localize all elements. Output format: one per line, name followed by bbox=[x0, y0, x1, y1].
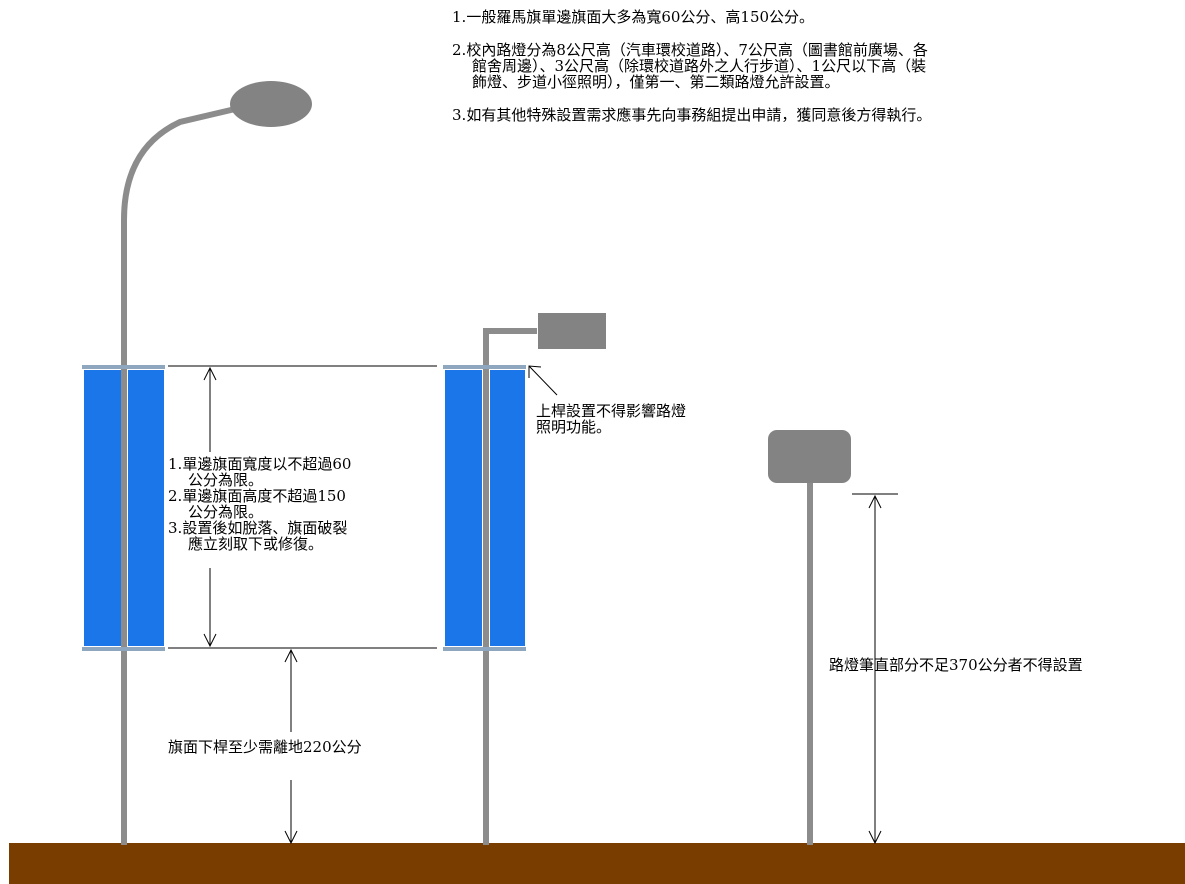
top-note-1-line-1: 一般羅馬旗單邊旗面大多為寬60公分、高150公分。 bbox=[466, 8, 815, 26]
left-banner-edge-bottom bbox=[82, 647, 165, 651]
mid-banner-edge-top bbox=[443, 365, 526, 369]
banner-note-3-line-2: 應立刻取下或修復。 bbox=[188, 535, 324, 553]
arm-note: 上桿設置不得影響路燈 照明功能。 bbox=[536, 403, 686, 435]
banner-note-3-num: 3. bbox=[168, 519, 183, 537]
left-banner-edge-top bbox=[82, 365, 165, 369]
clearance-note: 旗面下桿至少需離地220公分 bbox=[168, 738, 362, 756]
mid-banner-a bbox=[445, 370, 482, 646]
pole-height-dimension bbox=[852, 493, 898, 845]
banner-note-2-num: 2. bbox=[168, 487, 183, 505]
top-note-1: 1.一般羅馬旗單邊旗面大多為寬60公分、高150公分。 bbox=[452, 9, 1180, 25]
left-banner-b bbox=[128, 370, 164, 646]
banner-note-1: 1.單邊旗面寬度以不超過60 bbox=[168, 456, 351, 472]
banner-note-3: 3.設置後如脫落、旗面破裂 bbox=[168, 520, 351, 536]
banner-height-dimension bbox=[168, 365, 437, 649]
short-lamp-pole bbox=[807, 482, 813, 845]
mid-banner-b bbox=[490, 370, 525, 646]
banner-note-2-line-2: 公分為限。 bbox=[188, 503, 264, 521]
banner-note-2-line-1: 單邊旗面高度不超過150 bbox=[182, 487, 346, 505]
banner-notes: 1.單邊旗面寬度以不超過60 公分為限。 2.單邊旗面高度不超過150 公分為限… bbox=[168, 456, 351, 552]
arm-note-line-2: 照明功能。 bbox=[536, 418, 612, 436]
top-note-1-num: 1. bbox=[452, 8, 467, 26]
top-note-2-line-2: 館舍周邊）、3公尺高（除環校道路外之人行步道）、1公尺以下高（裝 bbox=[472, 57, 927, 75]
tall-lamp-pole bbox=[121, 103, 249, 845]
banner-note-1-num: 1. bbox=[168, 455, 183, 473]
arm-leader-arrow bbox=[528, 365, 558, 396]
mid-lamp-head bbox=[538, 313, 606, 349]
top-note-3: 3.如有其他特殊設置需求應事先向事務組提出申請，獲同意後方得執行。 bbox=[452, 107, 1180, 123]
tall-lamp-head bbox=[230, 81, 312, 127]
top-note-3-num: 3. bbox=[452, 106, 467, 124]
banner-note-1-line-1: 單邊旗面寬度以不超過60 bbox=[182, 455, 352, 473]
short-lamp-head bbox=[768, 430, 851, 483]
height-note: 路燈筆直部分不足370公分者不得設置 bbox=[829, 656, 1083, 674]
top-notes: 1.一般羅馬旗單邊旗面大多為寬60公分、高150公分。 2.校內路燈分為8公尺高… bbox=[452, 9, 1180, 140]
top-note-3-line-1: 如有其他特殊設置需求應事先向事務組提出申請，獲同意後方得執行。 bbox=[466, 106, 932, 124]
ground bbox=[9, 843, 1185, 884]
left-banner-a bbox=[84, 370, 121, 646]
banner-note-3-line-1: 設置後如脫落、旗面破裂 bbox=[182, 519, 348, 537]
mid-lamp-pole bbox=[483, 328, 537, 845]
mid-banner-edge-bottom bbox=[443, 647, 526, 651]
clearance-dimension bbox=[284, 648, 298, 845]
banner-note-2: 2.單邊旗面高度不超過150 bbox=[168, 488, 351, 504]
arm-note-line-1: 上桿設置不得影響路燈 bbox=[536, 402, 687, 420]
banner-note-1-line-2: 公分為限。 bbox=[188, 471, 264, 489]
top-note-2: 2.校內路燈分為8公尺高（汽車環校道路）、7公尺高（圖書館前廣場、各 館舍周邊）… bbox=[452, 42, 1180, 90]
top-note-2-line-1: 校內路燈分為8公尺高（汽車環校道路）、7公尺高（圖書館前廣場、各 bbox=[466, 41, 928, 59]
top-note-2-num: 2. bbox=[452, 41, 467, 59]
top-note-2-line-3: 飾燈、步道小徑照明），僅第一、第二類路燈允許設置。 bbox=[472, 73, 840, 91]
